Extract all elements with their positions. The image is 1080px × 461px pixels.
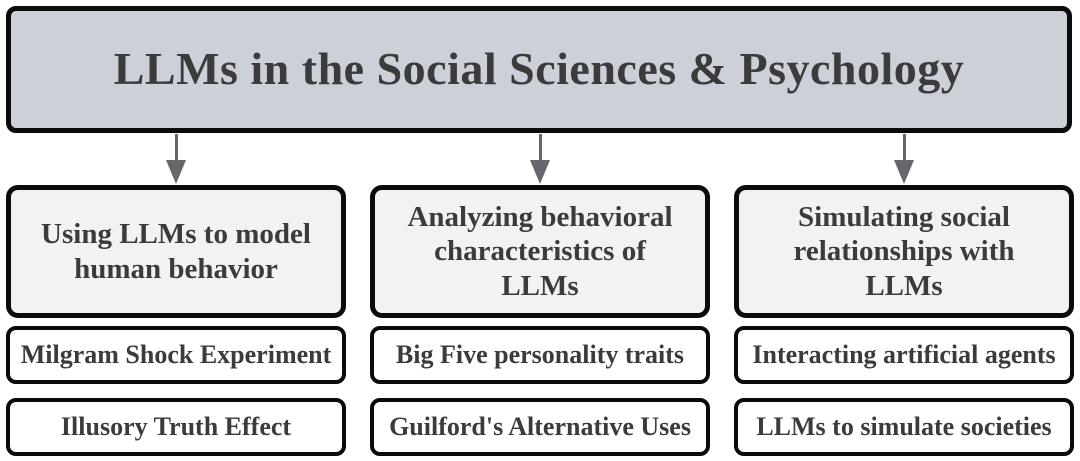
arrow-stem: [174, 134, 178, 162]
category-node-social-relationships: Simulating social relationships with LLM…: [734, 185, 1074, 318]
arrow-stem: [538, 134, 542, 162]
arrow-down-icon: [530, 134, 550, 184]
leaf-node-guilford: Guilford's Alternative Uses: [370, 398, 710, 456]
leaf-node-milgram: Milgram Shock Experiment: [6, 326, 346, 384]
arrow-head: [894, 160, 914, 184]
arrow-down-icon: [894, 134, 914, 184]
leaf-node-big-five: Big Five personality traits: [370, 326, 710, 384]
leaf-node-illusory-truth: Illusory Truth Effect: [6, 398, 346, 456]
arrow-down-icon: [166, 134, 186, 184]
leaf-node-interacting-agents: Interacting artificial agents: [734, 326, 1074, 384]
category-node-behavioral-characteristics: Analyzing behavioral characteristics of …: [370, 185, 710, 318]
arrow-head: [530, 160, 550, 184]
leaf-node-simulate-societies: LLMs to simulate societies: [734, 398, 1074, 456]
category-node-model-human-behavior: Using LLMs to model human behavior: [6, 185, 346, 318]
arrow-stem: [902, 134, 906, 162]
arrow-head: [166, 160, 186, 184]
root-node-title: LLMs in the Social Sciences & Psychology: [6, 6, 1072, 133]
